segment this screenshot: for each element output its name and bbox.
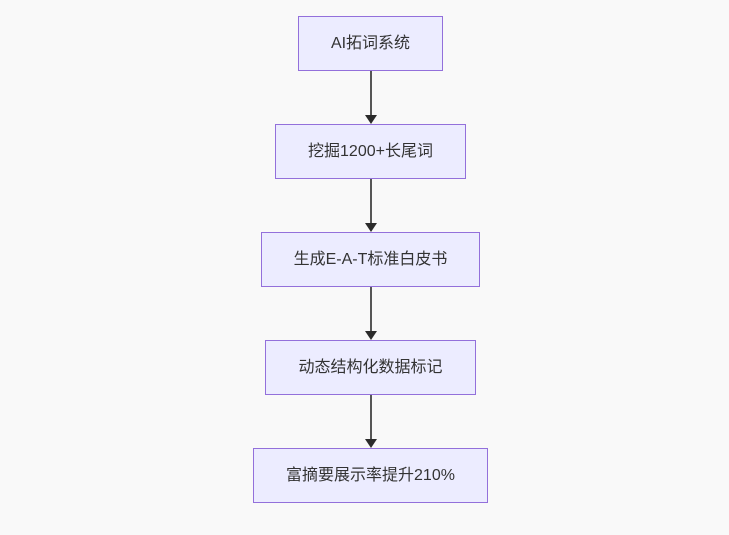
flowchart-node-2: 挖掘1200+长尾词 bbox=[275, 124, 466, 179]
arrow-head-icon bbox=[364, 115, 377, 124]
flow-arrow-down-icon bbox=[364, 71, 377, 124]
flowchart-node-label: 富摘要展示率提升210% bbox=[286, 467, 455, 484]
flowchart-node-label: 生成E-A-T标准白皮书 bbox=[293, 251, 448, 268]
arrow-shaft bbox=[369, 395, 372, 440]
flow-arrow-down-icon bbox=[364, 179, 377, 232]
flow-arrow-down-icon bbox=[364, 287, 377, 340]
arrow-head-icon bbox=[364, 331, 377, 340]
arrow-shaft bbox=[369, 287, 372, 332]
arrow-head-icon bbox=[364, 439, 377, 448]
flowchart-node-label: 挖掘1200+长尾词 bbox=[308, 143, 433, 160]
arrow-shaft bbox=[369, 179, 372, 224]
flowchart-node-3: 生成E-A-T标准白皮书 bbox=[260, 232, 481, 287]
flowchart-node-4: 动态结构化数据标记 bbox=[265, 340, 476, 395]
flow-arrow-down-icon bbox=[364, 395, 377, 448]
flowchart-node-label: 动态结构化数据标记 bbox=[298, 359, 443, 376]
flowchart-node-label: AI拓词系统 bbox=[330, 35, 411, 52]
arrow-shaft bbox=[369, 71, 372, 116]
flowchart-canvas: AI拓词系统 挖掘1200+长尾词 生成E-A-T标准白皮书 动态结构化数据标记 bbox=[6, 0, 729, 535]
arrow-head-icon bbox=[364, 223, 377, 232]
flowchart-node-1: AI拓词系统 bbox=[297, 16, 444, 71]
flowchart-node-5: 富摘要展示率提升210% bbox=[253, 448, 488, 503]
